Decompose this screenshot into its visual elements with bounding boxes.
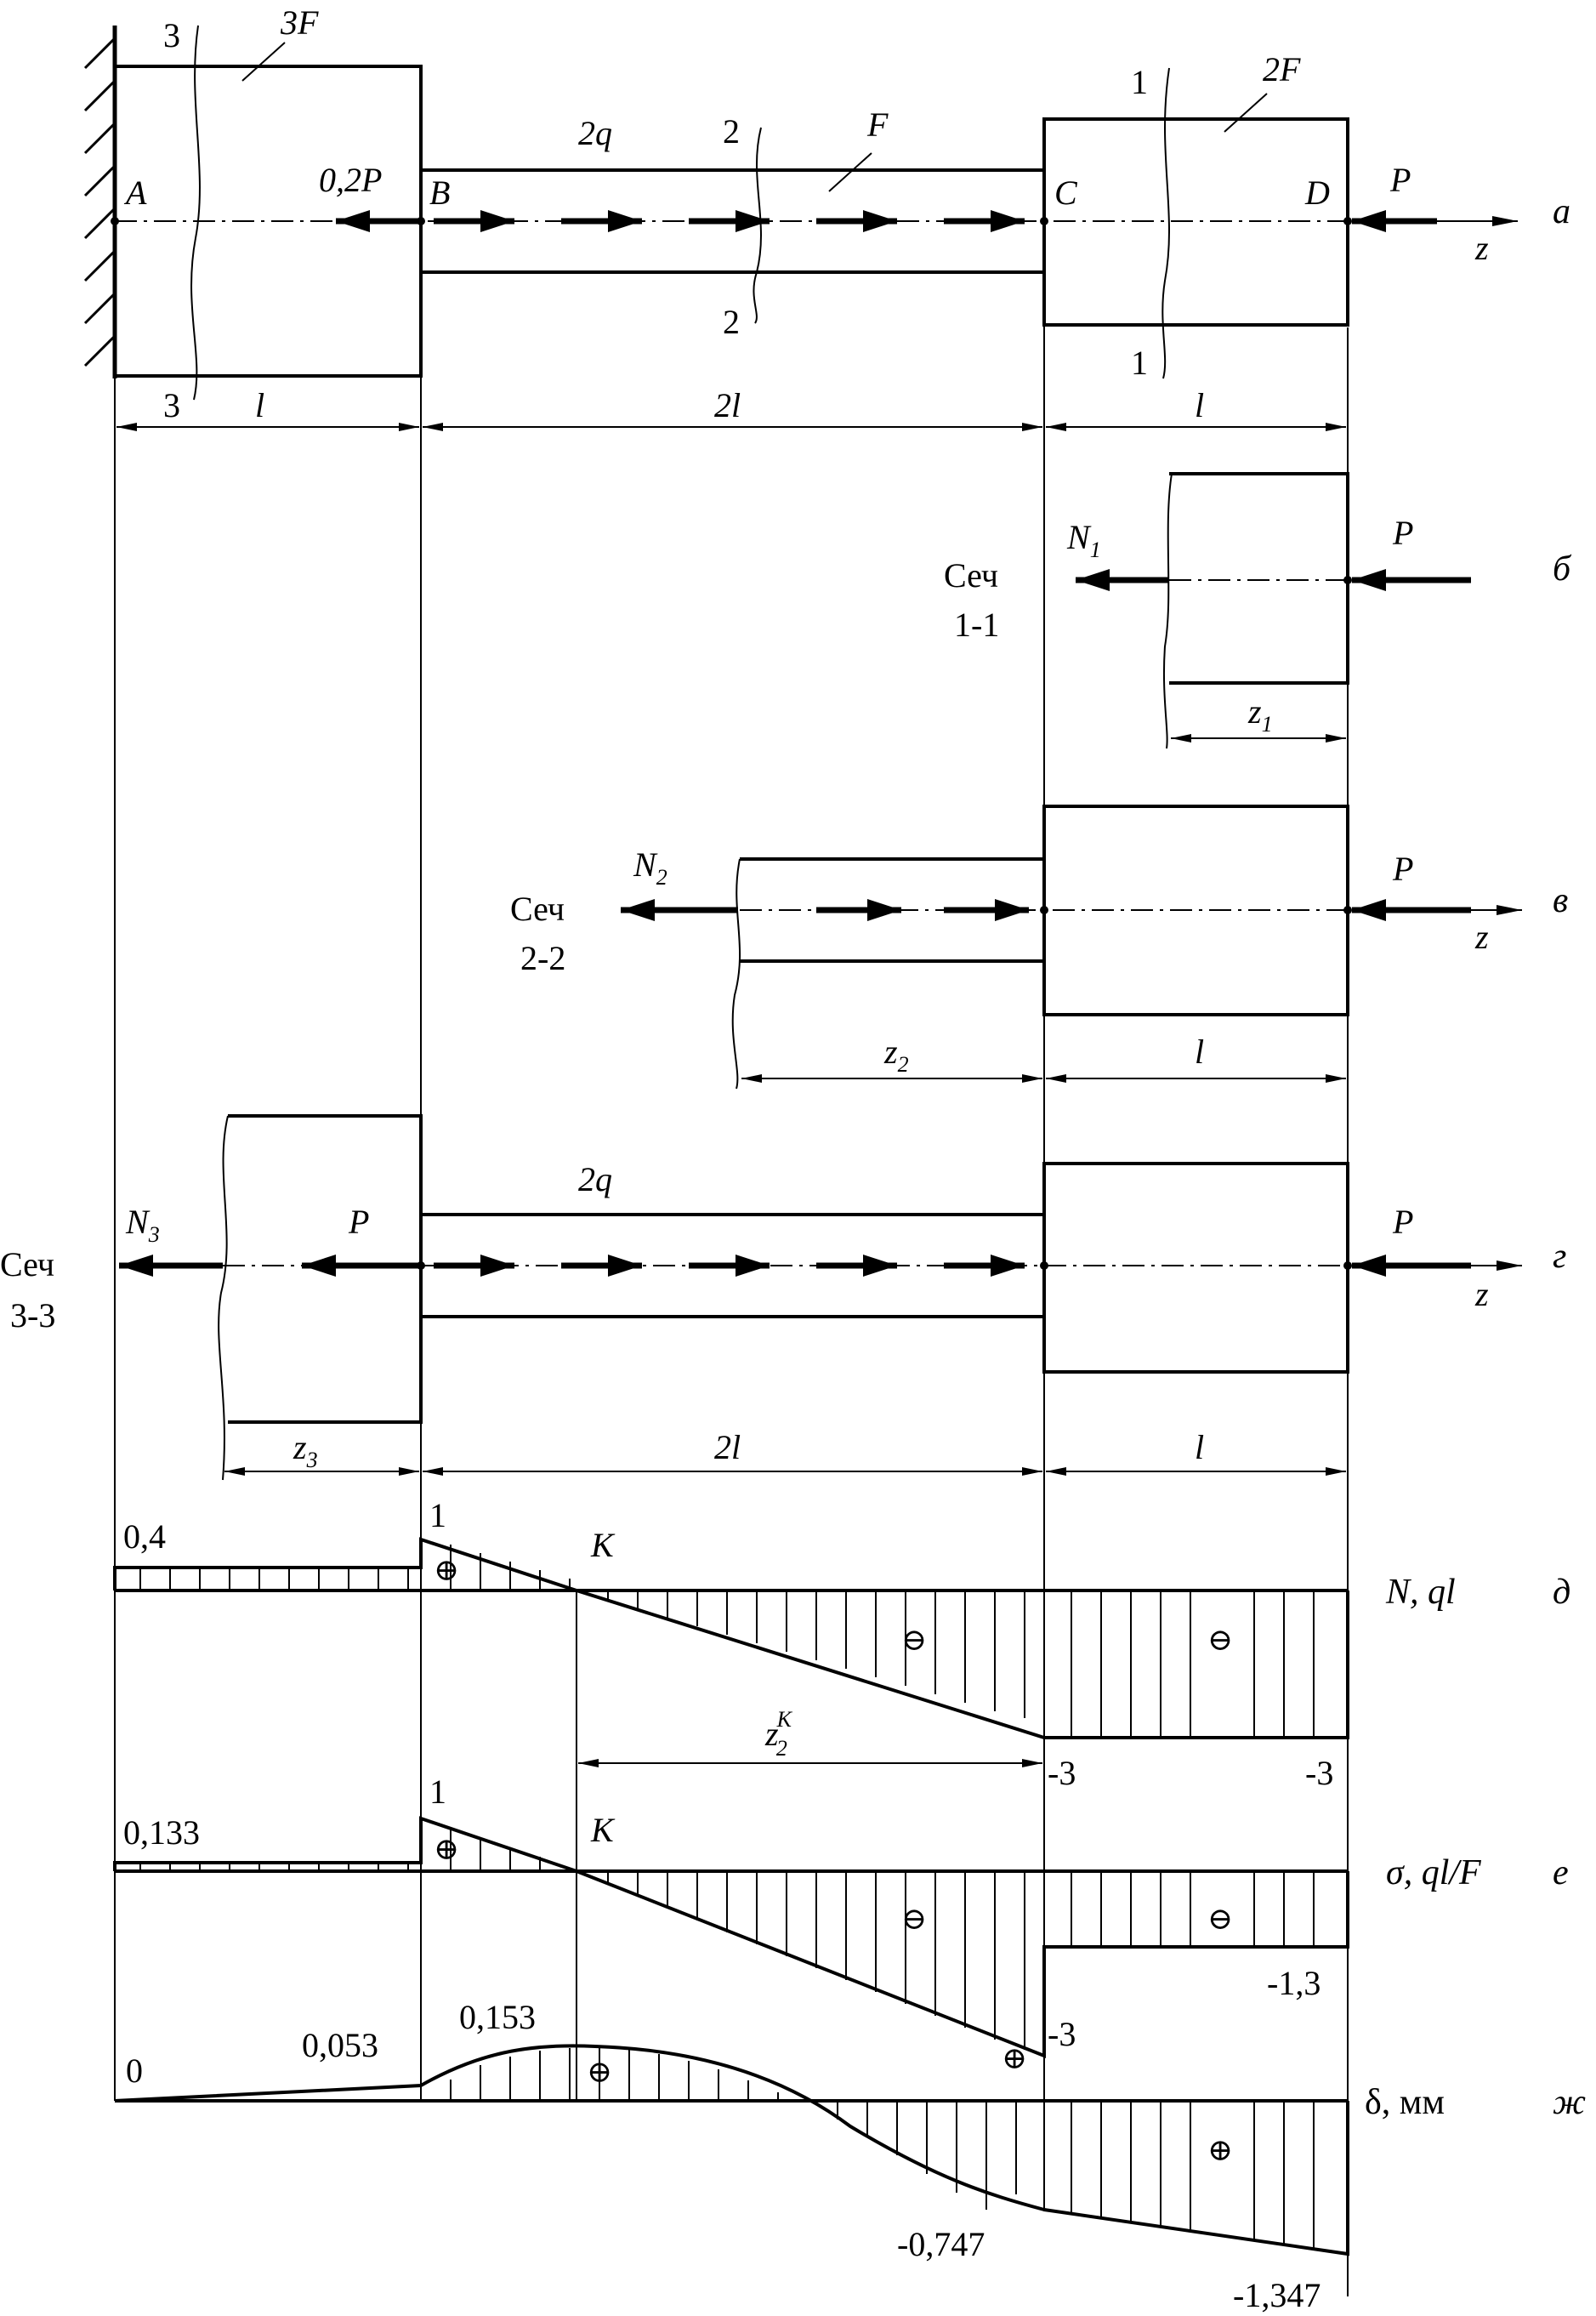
part-b-section-label-2: 1-1 xyxy=(954,606,999,644)
N-point-K: K xyxy=(590,1526,616,1564)
diagram-delta: 0 0,053 0,153 -0,747 -1,347 ⊕ ⊕ ⊕ δ, мм … xyxy=(114,1998,1586,2314)
point-C-label: C xyxy=(1054,174,1078,212)
row-label-zh: ж xyxy=(1553,2083,1586,2122)
section-2-top: 2 xyxy=(723,112,740,151)
diagram-N-hatching xyxy=(139,1545,1315,1738)
N-value-c: -3 xyxy=(1048,1754,1076,1792)
row-label-g: г xyxy=(1553,1237,1566,1276)
N-value-left: 0,4 xyxy=(123,1517,166,1556)
section-2-2-curve xyxy=(753,127,762,324)
part-g-dim-l-label: l xyxy=(1195,1428,1204,1466)
point-D-label: D xyxy=(1304,174,1330,212)
part-b-segment xyxy=(1169,472,1349,685)
part-g-section-label-1: Сеч xyxy=(0,1245,54,1283)
part-v-section-label-1: Сеч xyxy=(510,890,565,928)
force-P-label: P xyxy=(1389,161,1411,199)
row-label-b: б xyxy=(1553,549,1572,589)
delta-value-max: 0,153 xyxy=(459,1998,536,2036)
diagram-delta-hatching xyxy=(450,2047,1315,2249)
diagram-N-outline xyxy=(113,1537,1349,1739)
N-axis-label: N, ql xyxy=(1385,1573,1456,1612)
diagram-sigma: 0,133 1 -3 -1,3 K ⊕ ⊖ ⊖ σ, ql/F е xyxy=(113,1773,1569,2058)
part-g-axis-label: z xyxy=(1474,1275,1489,1313)
dim-l-2-label: l xyxy=(1195,386,1204,424)
guide-lines xyxy=(114,26,1349,2296)
dim-2l-label: 2l xyxy=(714,386,741,424)
part-v-axis-label: z xyxy=(1474,918,1489,956)
N-minus-sign-2: ⊖ xyxy=(1207,1623,1233,1657)
part-b-section-label-1: Сеч xyxy=(944,556,998,595)
section-2-bottom: 2 xyxy=(723,303,740,341)
sigma-value-b: 1 xyxy=(429,1773,446,1811)
wall-hatching xyxy=(83,37,116,367)
part-g-dim-2l-label: 2l xyxy=(714,1428,741,1466)
sigma-plus-sign: ⊕ xyxy=(434,1832,459,1866)
sigma-minus-sign-1: ⊖ xyxy=(901,1902,927,1936)
area-F-label: F xyxy=(866,105,889,144)
delta-value-zero: 0 xyxy=(126,2051,143,2090)
part-a: A B C D 0,2P P 2q 3F F 2F 3 3 2 2 1 1 z … xyxy=(83,3,1570,431)
sigma-value-left: 0,133 xyxy=(123,1813,200,1852)
part-g: N3 P P 2q Сеч 3-3 z г z3 2l l xyxy=(0,1114,1566,1481)
diagram-delta-outline xyxy=(114,2044,1349,2256)
sigma-minus-sign-2: ⊖ xyxy=(1207,1902,1233,1936)
part-v-section-label-2: 2-2 xyxy=(520,939,565,977)
N-plus-sign: ⊕ xyxy=(434,1553,459,1587)
N-minus-sign-1: ⊖ xyxy=(901,1623,927,1657)
distributed-load-label: 2q xyxy=(578,114,612,152)
delta-plus-sign-3: ⊕ xyxy=(1207,2133,1233,2167)
n1-label: N1 xyxy=(1066,518,1101,562)
area-2F-label: 2F xyxy=(1263,50,1301,88)
part-g-force-right-label: P xyxy=(1392,1203,1413,1241)
row-label-v: в xyxy=(1553,881,1568,920)
N-value-b: 1 xyxy=(429,1496,446,1534)
dim-z1-label: z1 xyxy=(1247,692,1273,737)
point-B-label: B xyxy=(429,174,450,212)
n3-label: N3 xyxy=(125,1203,160,1247)
delta-axis-label: δ, мм xyxy=(1365,2083,1445,2122)
part-g-section-label-2: 3-3 xyxy=(10,1296,55,1334)
section-3-top: 3 xyxy=(163,16,180,54)
section-1-1-curve xyxy=(1162,67,1170,379)
sigma-point-K: K xyxy=(590,1811,616,1849)
delta-plus-sign-1: ⊕ xyxy=(587,2055,612,2089)
row-label-a: а xyxy=(1553,192,1570,231)
sigma-value-c: -3 xyxy=(1048,2015,1076,2053)
delta-value-d: -1,347 xyxy=(1233,2276,1321,2314)
part-g-distributed-label: 2q xyxy=(578,1160,612,1198)
n2-label: N2 xyxy=(633,845,667,890)
section-1-top: 1 xyxy=(1131,63,1148,101)
dim-z2-label: z2 xyxy=(883,1033,909,1077)
part-b: N1 P Сеч 1-1 б z1 xyxy=(944,472,1572,749)
dim-z3-label: z3 xyxy=(293,1428,318,1472)
diagram-sigma-hatching xyxy=(139,1829,1315,2050)
N-value-d: -3 xyxy=(1305,1754,1333,1792)
part-v: N2 P Сеч 2-2 z в z2 l xyxy=(510,805,1568,1090)
section-3-bottom: 3 xyxy=(163,386,180,424)
delta-value-c: -0,747 xyxy=(897,2225,985,2263)
row-label-d: д xyxy=(1553,1573,1570,1612)
section-3-3-curve xyxy=(190,25,201,401)
diagram-sigma-outline xyxy=(113,1816,1349,2058)
delta-value-b: 0,053 xyxy=(302,2026,378,2064)
part-g-force-left-label: P xyxy=(348,1203,369,1241)
part-v-dim-l-label: l xyxy=(1195,1033,1204,1071)
force-02P-label: 0,2P xyxy=(319,161,382,199)
part-v-force-label: P xyxy=(1392,850,1413,888)
row-label-e: е xyxy=(1553,1853,1569,1892)
axis-z-label: z xyxy=(1474,229,1489,267)
part-b-force-label: P xyxy=(1392,514,1413,552)
point-A-label: A xyxy=(123,174,147,212)
section-1-bottom: 1 xyxy=(1131,344,1148,382)
sigma-axis-label: σ, ql/F xyxy=(1386,1853,1481,1892)
delta-plus-sign-2: ⊕ xyxy=(1002,2041,1027,2075)
area-3F-label: 3F xyxy=(280,3,319,42)
sigma-value-right: -1,3 xyxy=(1267,1964,1321,2002)
dim-l-1-label: l xyxy=(255,386,264,424)
